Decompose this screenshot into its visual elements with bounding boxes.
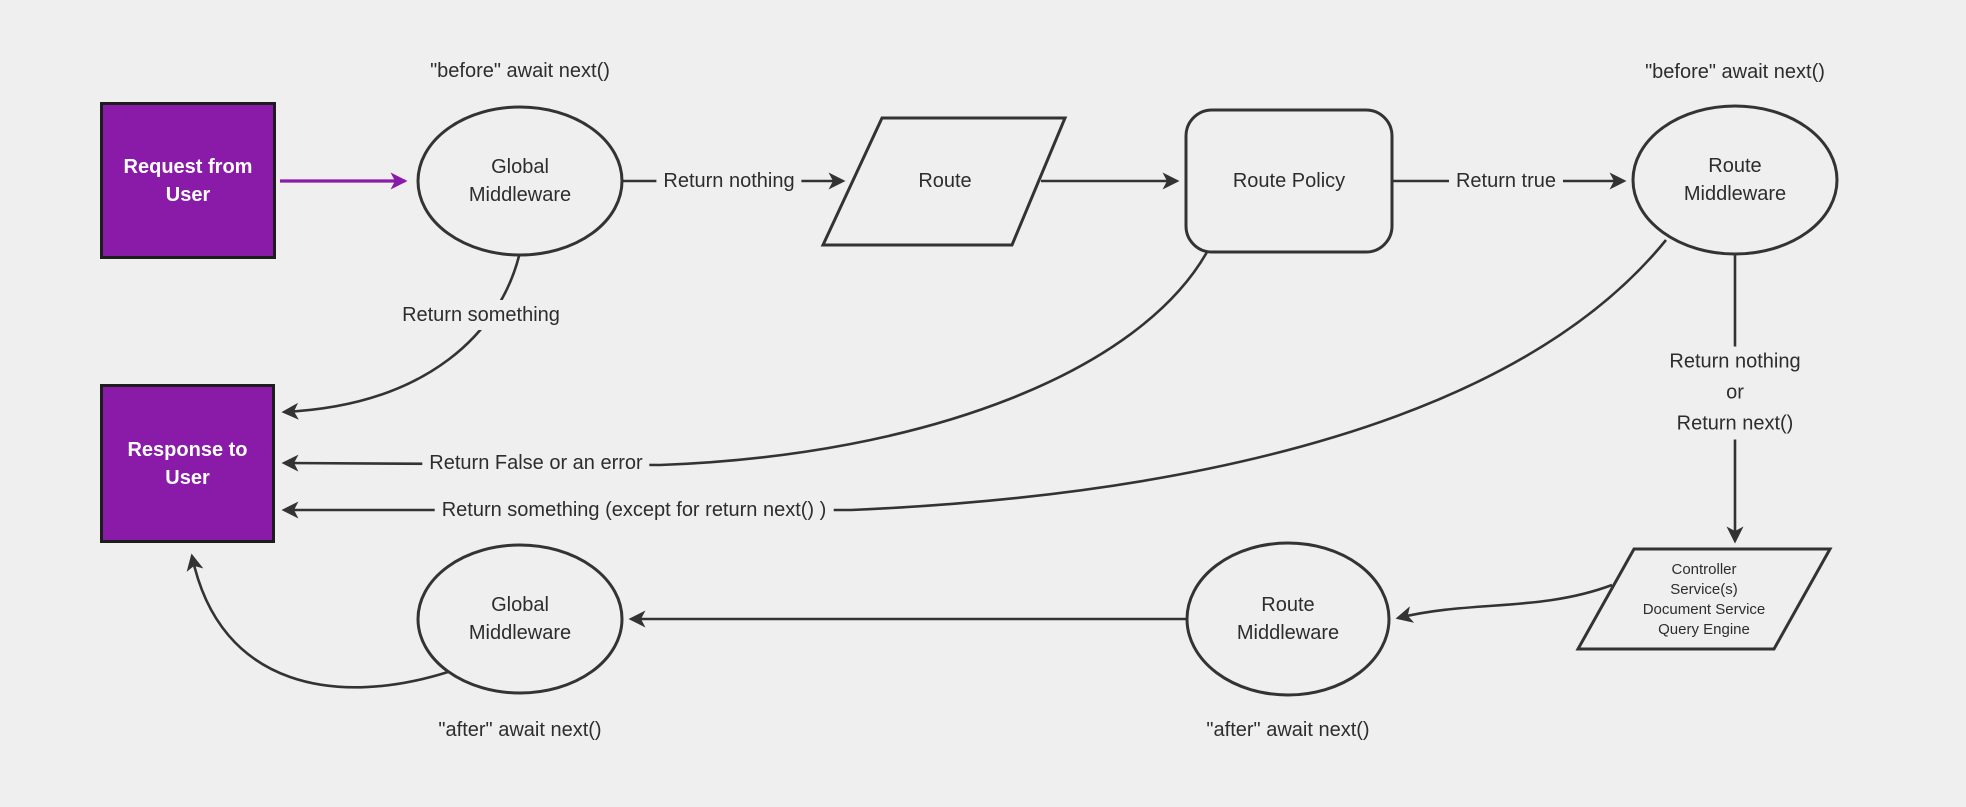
global-middleware-bottom-line1: Global — [491, 594, 549, 616]
return-nothing-or-line1: Return nothing — [1669, 350, 1801, 373]
return-something-edge-label: Return something — [395, 300, 567, 330]
global-middleware-bottom-line2: Middleware — [468, 622, 572, 644]
route-policy-label: Route Policy — [1232, 170, 1346, 192]
route-middleware-bottom-line1: Route — [1261, 594, 1315, 616]
controller-parallelogram — [1575, 547, 1833, 651]
response-box-line2: User — [165, 466, 210, 489]
return-nothing-or-line2: or — [1726, 381, 1744, 404]
return-true-edge-label: Return true — [1448, 166, 1564, 196]
return-false-edge-label: Return False or an error — [422, 448, 650, 478]
controller-line2: Service(s) — [1670, 581, 1738, 598]
route-middleware-bottom-ellipse — [1185, 541, 1391, 697]
return-something-except-edge-label: Return something (except for return next… — [434, 495, 834, 525]
global-middleware-bottom-label: Global Middleware — [469, 591, 571, 647]
edge-route-policy-return-false — [281, 251, 1209, 472]
request-from-user-box: Request from User — [100, 102, 276, 259]
edge-route-middleware-return-something-except — [281, 239, 1668, 519]
return-nothing-or-line3: Return next() — [1676, 412, 1794, 435]
controller-block-label: Controller Service(s) Document Service Q… — [1643, 560, 1766, 640]
return-nothing-edge-label: Return nothing — [656, 166, 802, 196]
response-box-line1: Response to — [127, 438, 248, 461]
route-parallelogram — [820, 116, 1068, 247]
route-middleware-bottom-line2: Middleware — [1236, 622, 1340, 644]
route-middleware-bottom-label: Route Middleware — [1237, 591, 1339, 647]
route-middleware-top-line2: Middleware — [1683, 183, 1787, 205]
before-await-next-right-annotation: "before" await next() — [1645, 61, 1825, 83]
global-middleware-top-label: Global Middleware — [469, 153, 571, 209]
global-middleware-top-line2: Middleware — [468, 184, 572, 206]
route-middleware-top-line1: Route — [1708, 155, 1762, 177]
route-middleware-top-label: Route Middleware — [1684, 152, 1786, 208]
edge-global-middleware-return-something — [281, 255, 521, 420]
global-middleware-bottom-ellipse — [416, 543, 624, 695]
controller-line4: Query Engine — [1658, 621, 1750, 638]
global-middleware-top-line1: Global — [491, 156, 549, 178]
return-nothing-or-next-edge-label: Return nothing or Return next() — [1661, 346, 1809, 440]
controller-line1: Controller — [1671, 561, 1737, 578]
response-to-user-box: Response to User — [100, 384, 275, 543]
before-await-next-left-annotation: "before" await next() — [430, 60, 610, 82]
request-box-line1: Request from — [123, 155, 253, 178]
route-label: Route — [918, 170, 972, 192]
controller-line3: Document Service — [1642, 601, 1766, 618]
edge-global-middleware-bottom-to-response — [186, 553, 449, 689]
after-await-next-left-annotation: "after" await next() — [438, 719, 602, 741]
edge-controller-to-route-middleware-bottom — [1395, 583, 1613, 623]
after-await-next-right-annotation: "after" await next() — [1206, 719, 1370, 741]
request-box-line2: User — [165, 183, 211, 206]
